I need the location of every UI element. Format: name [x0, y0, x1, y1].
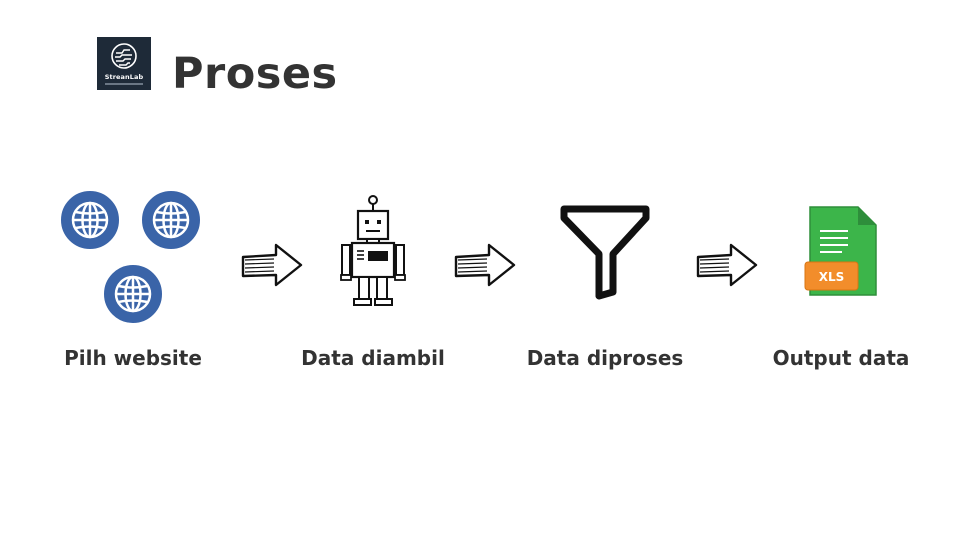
logo-name: StreanLab — [104, 73, 144, 81]
xls-badge-label: XLS — [819, 270, 845, 284]
stage-label-output-data: Output data — [772, 346, 910, 370]
stage-data-diambil-icon — [336, 193, 410, 311]
robot-icon — [340, 195, 406, 306]
logo-mark-icon — [111, 43, 137, 69]
funnel-icon — [560, 205, 650, 300]
page-title: Proses — [172, 49, 338, 99]
streanlab-logo: StreanLab — [97, 37, 151, 90]
arrow-right-icon — [241, 243, 303, 287]
stage-label-data-diproses: Data diproses — [526, 346, 684, 370]
arrow-right-icon — [454, 243, 516, 287]
stage-label-data-diambil: Data diambil — [301, 346, 445, 370]
stage-label-pilih-website: Pilh website — [64, 346, 202, 370]
globe-icon — [139, 188, 203, 252]
globe-icon — [58, 188, 122, 252]
globe-icon — [101, 262, 165, 326]
xls-file-icon: XLS — [804, 206, 877, 296]
logo-tagline-mark — [105, 83, 143, 85]
stage-output-data-icon: XLS — [802, 205, 882, 299]
stage-data-diproses-icon — [560, 204, 652, 300]
arrow-right-icon — [696, 243, 758, 287]
stage-pilih-website-icon — [58, 188, 206, 328]
